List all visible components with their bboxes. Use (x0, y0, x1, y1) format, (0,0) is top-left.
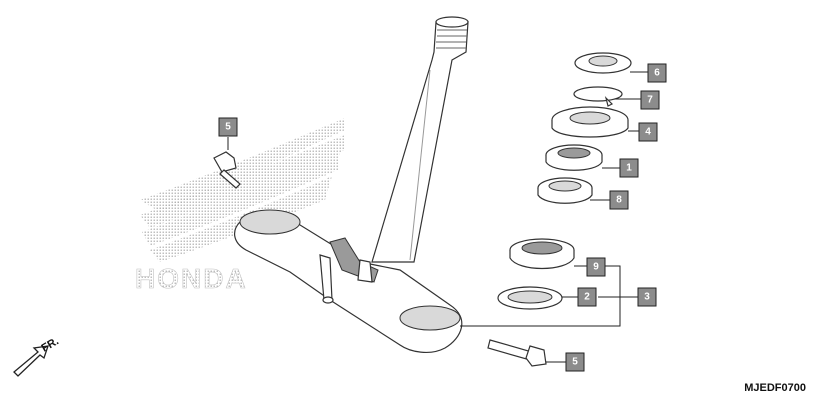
callout-2: 2 (577, 287, 597, 307)
bottom-bridge (234, 209, 463, 354)
callout-5-bottom: 5 (565, 352, 585, 372)
callout-8: 8 (609, 190, 629, 210)
svg-text:8: 8 (616, 195, 622, 206)
callout-3: 3 (637, 287, 657, 307)
callout-6: 6 (647, 63, 667, 83)
callout-5-left: 5 (218, 117, 238, 137)
bolt-left (213, 151, 241, 189)
svg-text:9: 9 (593, 262, 599, 273)
bearing-9 (509, 238, 575, 269)
callout-4: 4 (638, 122, 658, 142)
dust-seal-2 (497, 286, 563, 310)
svg-text:4: 4 (645, 127, 651, 138)
steering-stem-shaft (371, 16, 469, 263)
bearing-race-1 (545, 144, 603, 171)
callout-7: 7 (640, 90, 660, 110)
svg-text:3: 3 (644, 292, 650, 303)
front-indicator-label: FR. (40, 335, 61, 354)
bolt-bottom (487, 339, 547, 367)
honda-watermark-text: HONDA (135, 263, 248, 294)
svg-text:1: 1 (626, 163, 632, 174)
svg-text:7: 7 (647, 95, 653, 106)
adjusting-nut-4 (551, 106, 629, 138)
front-arrow-icon: FR. (13, 335, 61, 377)
figure-code: MJEDF0700 (744, 382, 806, 394)
svg-text:5: 5 (225, 122, 231, 133)
leader-lines (227, 71, 648, 363)
callout-9: 9 (586, 257, 606, 277)
nut-6 (574, 52, 632, 74)
svg-text:5: 5 (572, 357, 578, 368)
callout-1: 1 (619, 158, 639, 178)
svg-text:2: 2 (584, 292, 590, 303)
washer-7 (573, 86, 623, 107)
bearing-8 (537, 177, 593, 204)
svg-text:6: 6 (654, 68, 660, 79)
